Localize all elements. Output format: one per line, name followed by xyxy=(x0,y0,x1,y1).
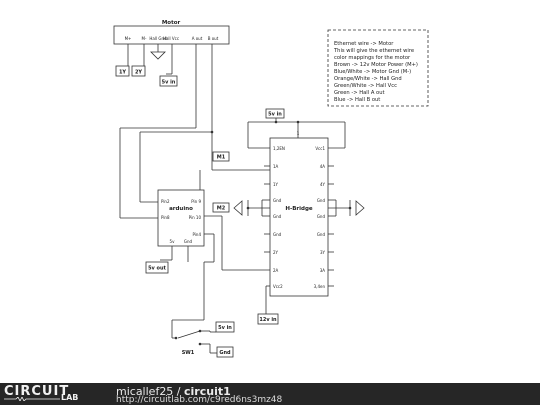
label-5v-in: 5v in xyxy=(162,80,176,86)
arduino-pin: Gnd xyxy=(184,239,193,244)
hbridge-pin: Gnd xyxy=(317,198,326,203)
label-12v-in: 12v in xyxy=(259,317,277,323)
hbridge-pin: 1Y xyxy=(273,182,279,187)
hbridge-pin: Gnd xyxy=(273,198,282,203)
note-line: This will give the ethernet wire xyxy=(333,48,414,54)
hbridge-pin: 1A xyxy=(273,164,279,169)
hbridge-pin: 1 xyxy=(297,131,300,136)
arduino-pin: Pin 10 xyxy=(189,215,202,220)
hbridge-pin: Vcc2 xyxy=(273,284,283,289)
arduino-pin: Pin4 xyxy=(192,232,201,237)
label-gnd: Gnd xyxy=(219,350,231,356)
hbridge-pin: Gnd xyxy=(273,232,282,237)
label-2y: 2Y xyxy=(135,70,142,76)
label-m1: M1 xyxy=(217,155,226,161)
hbridge-pin: 3Y xyxy=(320,250,326,255)
motor-pin: B out xyxy=(208,36,219,41)
motor-title: Motor xyxy=(162,20,181,26)
motor-pin: M- xyxy=(142,36,147,41)
label-5v-in: 5v in xyxy=(218,325,232,331)
hbridge-pin: Gnd xyxy=(317,214,326,219)
arduino-pin: Pin 9 xyxy=(191,199,201,204)
arduino-box[interactable] xyxy=(157,189,205,247)
label-5v-out: 5v out xyxy=(148,266,166,272)
footer-bar: CIRCUIT LAB micallef25 / circuit1 http:/… xyxy=(0,383,540,405)
hbridge-pin: 3,4en xyxy=(314,284,326,289)
hbridge-pin: 4A xyxy=(320,164,326,169)
note-line: color mappings for the motor xyxy=(334,55,411,61)
hbridge-pin: 2Y xyxy=(273,250,279,255)
hbridge-box[interactable] xyxy=(269,137,329,297)
motor-pin: Hall Vcc xyxy=(163,36,179,41)
hbridge-name: H-Bridge xyxy=(285,206,313,212)
circuit-title[interactable]: circuit1 xyxy=(184,385,231,398)
author-link[interactable]: micallef25 xyxy=(116,385,174,398)
motor-pin: Hall Gnd xyxy=(149,36,167,41)
note-line: Orange/White -> Hall Gnd xyxy=(334,76,402,82)
note-line: Ethernet wire -> Motor xyxy=(334,41,394,47)
motor-box[interactable] xyxy=(113,25,230,45)
note-line: Brown -> 12v Motor Power (M+) xyxy=(334,62,418,68)
arduino-pin: 5v xyxy=(170,239,176,244)
schematic-canvas: Motor M+ M- Hall Gnd Hall Vcc A out B ou… xyxy=(113,20,429,358)
author-title: micallef25 / circuit1 xyxy=(116,385,231,398)
circuitlab-logo[interactable]: CIRCUIT xyxy=(4,384,70,399)
arduino-pin: Pin2 xyxy=(161,199,170,204)
arduino-name: arduino xyxy=(169,206,193,212)
hbridge-pin: 2A xyxy=(273,268,279,273)
hbridge-pin: 3A xyxy=(320,268,326,273)
note-box xyxy=(327,29,429,107)
resistor-icon xyxy=(4,397,60,401)
hbridge-pin: 4Y xyxy=(320,182,326,187)
note-line: Green/White -> Hall Vcc xyxy=(334,83,397,89)
circuitlab-logo-sub[interactable]: LAB xyxy=(61,393,79,402)
label-5v-in: 5v in xyxy=(268,112,282,118)
motor-pin: M+ xyxy=(125,36,132,41)
hbridge-pin: Gnd xyxy=(273,214,282,219)
hbridge-pin: Gnd xyxy=(317,232,326,237)
hbridge-pin: 1,2EN xyxy=(273,146,285,151)
circuit-url[interactable]: http://circuitlab.com/c9red6ns3mz48 xyxy=(116,395,283,405)
note-line: Blue/White -> Motor Gnd (M-) xyxy=(334,69,411,75)
arduino-pin: Pin8 xyxy=(161,215,170,220)
schematic: Motor M+ M- Hall Gnd Hall Vcc A out B ou… xyxy=(113,20,429,358)
hbridge-pin: Vcc1 xyxy=(315,146,325,151)
label-m2: M2 xyxy=(217,206,226,212)
note-line: Green -> Hall A out xyxy=(334,90,385,96)
motor-pin: A out xyxy=(192,36,203,41)
label-sw1: SW1 xyxy=(182,350,195,356)
label-1y: 1Y xyxy=(119,70,126,76)
note-line: Blue -> Hall B out xyxy=(334,97,380,103)
